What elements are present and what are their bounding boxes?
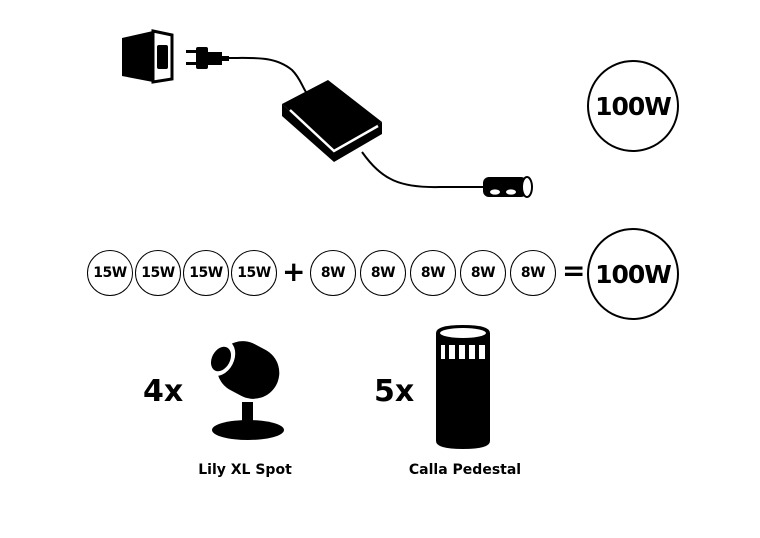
connector-hub-icon: [483, 176, 533, 198]
wattage-circle: 15W: [231, 250, 277, 296]
wattage-circle: 8W: [410, 250, 456, 296]
total-wattage-circle: 100W: [587, 228, 679, 320]
plug-icon: [186, 47, 229, 69]
lily-quantity: 4x: [143, 374, 184, 409]
wattage-circle: 8W: [510, 250, 556, 296]
wall-socket-icon: [122, 29, 174, 84]
power-supply-wattage-badge: 100W: [587, 60, 679, 152]
wattage-circle: 8W: [460, 250, 506, 296]
plus-sign: +: [282, 255, 306, 288]
calla-product-name: Calla Pedestal: [408, 462, 522, 478]
power-supply-illustration: [122, 29, 533, 198]
calla-quantity: 5x: [374, 374, 415, 409]
wattage-circle: 8W: [360, 250, 406, 296]
wattage-circle: 15W: [87, 250, 133, 296]
power-adapter-icon: [282, 80, 382, 162]
wattage-circle: 15W: [183, 250, 229, 296]
lily-product-name: Lily XL Spot: [198, 462, 292, 478]
spot-light-icon: [204, 339, 284, 440]
pedestal-light-icon: [436, 325, 490, 449]
wattage-circle: 15W: [135, 250, 181, 296]
equals-sign: =: [562, 254, 586, 287]
wattage-circle: 8W: [310, 250, 356, 296]
